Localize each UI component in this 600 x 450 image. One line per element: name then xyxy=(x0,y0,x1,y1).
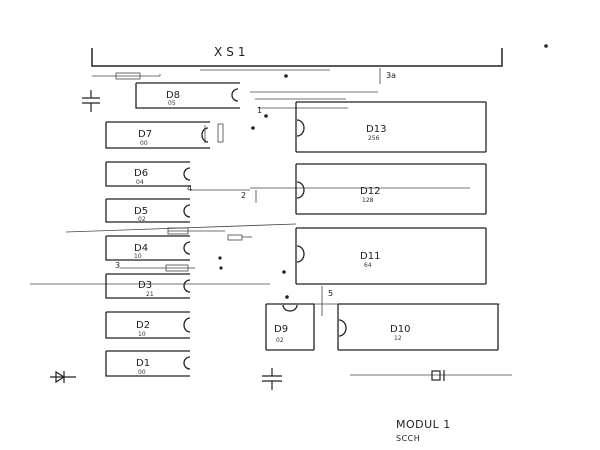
chip-code: 64 xyxy=(364,262,372,269)
chip-id: D5 xyxy=(134,206,148,217)
chip-D11: D11 64 xyxy=(295,227,487,285)
chip-id: D4 xyxy=(134,243,148,254)
module-subtitle: SCCH xyxy=(396,434,421,443)
chip-id: D3 xyxy=(138,280,152,291)
chip-code: 04 xyxy=(136,179,144,186)
chip-code: 00 xyxy=(138,369,146,376)
chip-code: 128 xyxy=(362,197,374,204)
chip-code: 10 xyxy=(134,253,142,260)
connector-xs1: XS1 xyxy=(91,44,548,67)
chip-code: 00 xyxy=(140,140,148,147)
chip-D6: D6 04 xyxy=(105,161,191,187)
title-block: MODUL 1 SCCH xyxy=(396,418,451,443)
chip-D9: D9 02 xyxy=(265,303,315,351)
marker-5: 5 xyxy=(328,289,333,298)
chip-id: D10 xyxy=(390,324,410,335)
marker-3: 3 xyxy=(115,261,120,270)
chip-code: 21 xyxy=(146,291,154,298)
chip-id: D7 xyxy=(138,129,152,140)
passive-components xyxy=(50,90,445,390)
via-dots xyxy=(218,74,289,299)
chip-id: D1 xyxy=(136,358,150,369)
resistor-r4 xyxy=(165,264,189,272)
chip-id: D6 xyxy=(134,168,148,179)
chip-code: 256 xyxy=(368,135,380,142)
chip-code: 02 xyxy=(276,337,284,344)
chip-code: 12 xyxy=(394,335,402,342)
chip-D10: D10 12 xyxy=(337,303,499,351)
chip-id: D9 xyxy=(274,324,288,335)
marker-2: 2 xyxy=(241,191,246,200)
chip-D1: D1 00 xyxy=(105,350,191,377)
chip-D12: D12 128 xyxy=(295,163,487,215)
chip-D7: D7 00 xyxy=(105,121,210,149)
chip-id: D2 xyxy=(136,320,150,331)
marker-4: 4 xyxy=(187,184,192,193)
trace-lines xyxy=(30,68,512,376)
resistor-r1 xyxy=(115,72,141,80)
module-title: MODUL 1 xyxy=(396,418,451,431)
chip-D5: D5 02 xyxy=(105,198,191,223)
chip-D2: D2 10 xyxy=(105,311,191,339)
chip-id: D11 xyxy=(360,251,380,262)
chip-id: D8 xyxy=(166,90,180,101)
chip-code: 05 xyxy=(168,100,176,107)
chip-D4: D4 10 xyxy=(105,235,191,261)
chip-id: D12 xyxy=(360,186,380,197)
chip-D13: D13 256 xyxy=(295,101,487,153)
marker-3a: 3a xyxy=(386,71,396,80)
chip-code: 02 xyxy=(138,216,146,223)
mounting-hole xyxy=(544,44,548,48)
capacitor-c1 xyxy=(217,123,224,143)
resistor-r3 xyxy=(227,234,243,241)
chip-code: 10 xyxy=(138,331,146,338)
marker-1: 1 xyxy=(257,106,262,115)
chip-D3: D3 21 xyxy=(105,273,191,299)
chip-id: D13 xyxy=(366,124,386,135)
chip-D8: D8 05 xyxy=(135,82,240,109)
connector-label: XS1 xyxy=(214,45,249,59)
reference-markers: 1 2 3 4 5 3a xyxy=(115,71,396,298)
